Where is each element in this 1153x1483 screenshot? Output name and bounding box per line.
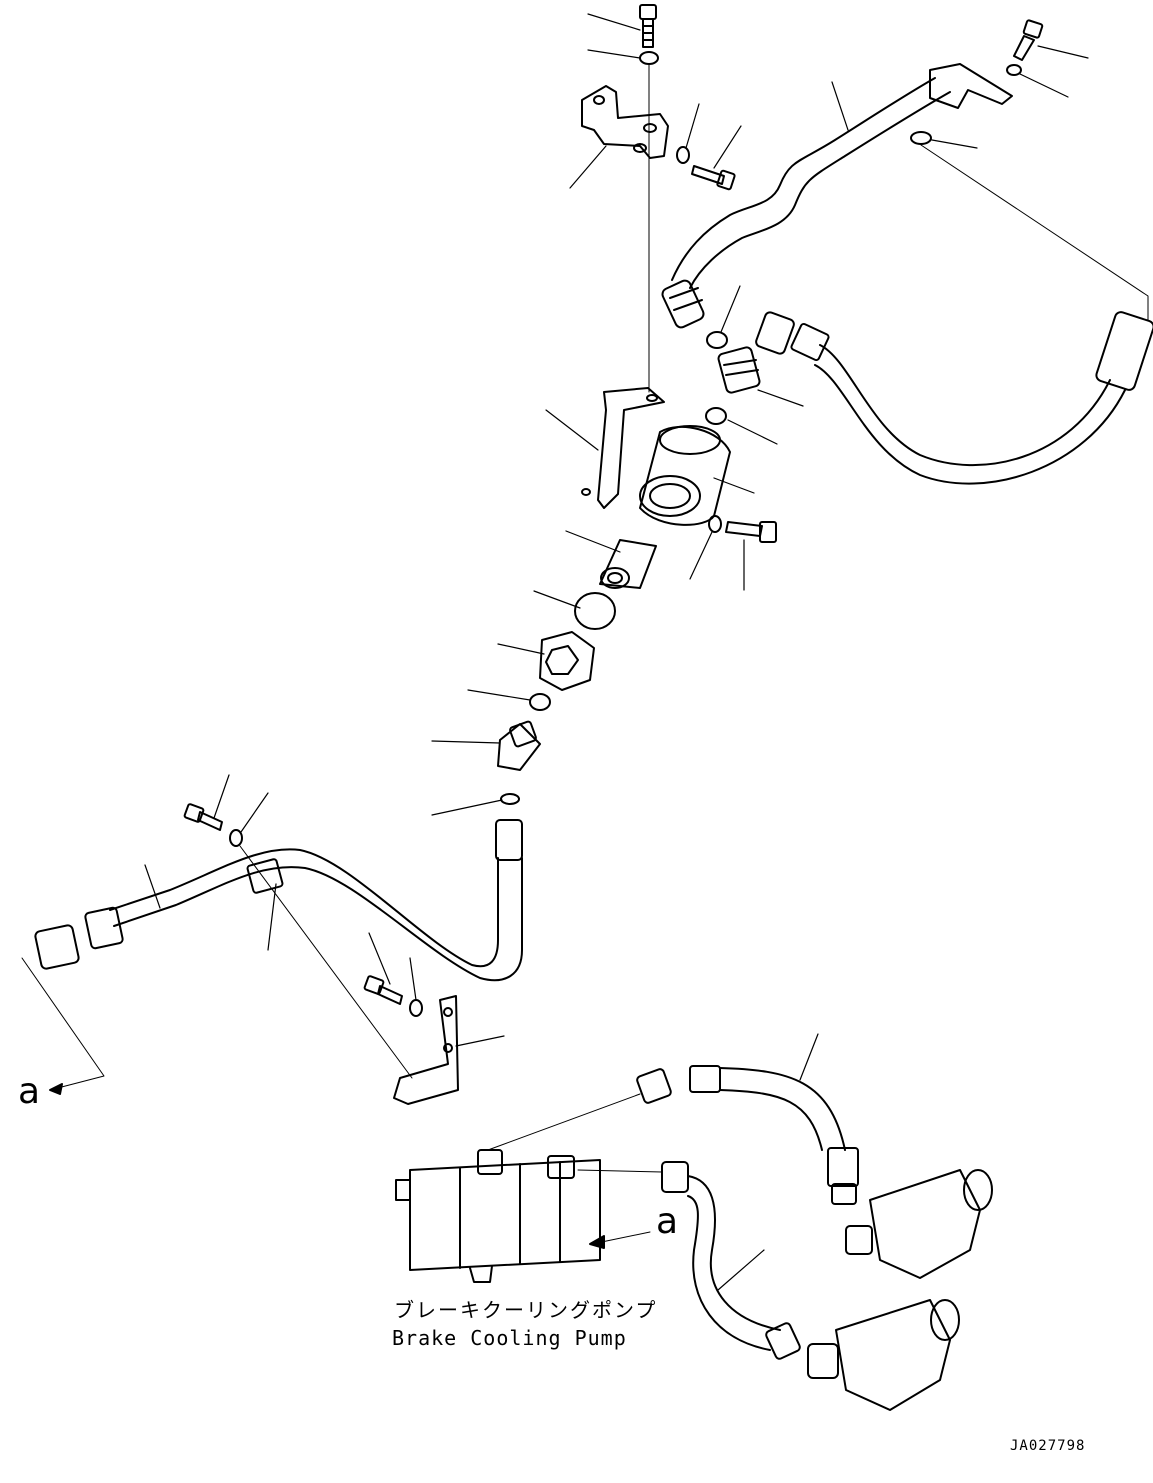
upper-pump-hose	[636, 1065, 859, 1205]
o-ring	[706, 331, 728, 349]
filter-bolt	[725, 521, 777, 543]
hose-clamp-bolt	[183, 803, 223, 831]
small-washer	[708, 515, 722, 533]
view-a-label: a	[656, 1201, 679, 1242]
brake-cooling-pump	[395, 1149, 601, 1283]
elbow-fitting	[497, 720, 541, 771]
view-a-leader	[21, 957, 105, 1091]
small-washer	[409, 999, 423, 1017]
filter-housing	[639, 425, 731, 526]
lower-brake-unit	[807, 1299, 960, 1411]
top-right-washer	[1006, 64, 1022, 76]
adapter-fitting	[717, 346, 761, 394]
view-a-label: a	[18, 1071, 41, 1112]
view-a-arrow-icon	[589, 1235, 605, 1249]
small-washer	[229, 829, 243, 847]
top-bolt-right	[1013, 19, 1044, 61]
o-ring	[500, 793, 520, 805]
bracket-bolt	[363, 975, 403, 1005]
right-hose	[755, 311, 1153, 485]
gasket	[574, 592, 616, 630]
side-bolt	[691, 165, 736, 191]
view-a-arrow-icon	[49, 1083, 63, 1095]
hose-clamp-bracket	[393, 995, 459, 1105]
hex-nut	[539, 631, 595, 691]
pump-name-japanese: ブレーキクーリングポンプ	[394, 1298, 658, 1322]
metal-tube	[661, 63, 1013, 329]
assembly-line	[239, 845, 413, 1079]
assembly-line	[920, 144, 1149, 321]
pump-name-english: Brake Cooling Pump	[392, 1326, 627, 1350]
top-washer	[639, 51, 659, 65]
filter-bracket	[581, 387, 665, 509]
assembly-line	[487, 1093, 641, 1151]
small-washer	[676, 146, 690, 164]
drawing-code: JA027798	[1010, 1438, 1086, 1454]
tube-o-ring	[910, 131, 932, 145]
left-hose	[34, 819, 523, 982]
o-ring	[705, 407, 727, 425]
o-ring	[529, 693, 551, 711]
callout-leaders	[144, 13, 1089, 1291]
filter-cartridge	[599, 539, 657, 589]
assembly-line	[577, 1169, 663, 1173]
upper-bracket	[581, 85, 669, 159]
top-bolt	[639, 4, 657, 48]
upper-brake-unit	[845, 1169, 993, 1279]
lower-pump-hose	[661, 1161, 801, 1360]
